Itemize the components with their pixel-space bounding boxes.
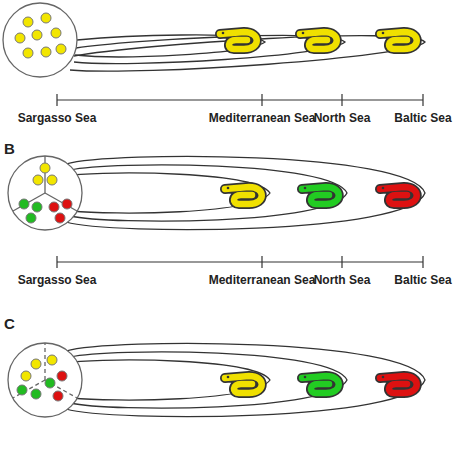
eggs: [15, 13, 66, 58]
egg: [56, 44, 66, 54]
axis-label: North Sea: [314, 111, 371, 125]
eel: [300, 32, 337, 49]
migration-loop: [66, 343, 425, 416]
migration-loop: [72, 173, 270, 213]
egg: [33, 175, 43, 185]
egg: [57, 371, 67, 381]
axis-label: Mediterranean Sea: [209, 273, 316, 287]
divider: [45, 193, 77, 211]
axis-line: [57, 261, 423, 262]
eel: [225, 376, 262, 393]
egg: [26, 213, 36, 223]
egg: [23, 17, 33, 27]
axis-label: Baltic Sea: [394, 273, 451, 287]
panel-a: [3, 3, 425, 77]
egg: [51, 28, 61, 38]
egg: [21, 371, 31, 381]
panel-b: [8, 156, 425, 230]
spawning-area: [8, 156, 82, 230]
egg: [32, 30, 42, 40]
eel: [380, 376, 417, 393]
tick: [422, 94, 423, 106]
tick: [56, 256, 57, 268]
egg: [45, 378, 55, 388]
tick: [56, 94, 57, 106]
migration-loop: [70, 165, 347, 221]
tick: [261, 256, 262, 268]
egg: [55, 213, 65, 223]
egg: [41, 47, 51, 57]
egg: [19, 199, 29, 209]
migration-loop: [66, 156, 425, 229]
egg: [15, 33, 25, 43]
egg: [47, 355, 57, 365]
axis-label: Sargasso Sea: [18, 273, 97, 287]
axis-label: Baltic Sea: [394, 111, 451, 125]
eel: [302, 187, 339, 204]
divider: [44, 343, 45, 380]
egg: [41, 13, 51, 23]
tick: [341, 256, 342, 268]
egg: [17, 385, 27, 395]
eel: [380, 187, 417, 204]
divider: [13, 193, 45, 211]
eel: [225, 187, 262, 204]
egg: [31, 359, 41, 369]
axis-label: Mediterranean Sea: [209, 111, 316, 125]
eel: [302, 376, 339, 393]
eel: [380, 32, 417, 49]
egg: [23, 48, 33, 58]
migration-loop: [72, 360, 270, 400]
eggs: [17, 355, 67, 401]
egg: [49, 202, 59, 212]
tick: [341, 94, 342, 106]
tick: [422, 256, 423, 268]
egg: [31, 389, 41, 399]
panel-letter: B: [4, 140, 15, 157]
panel-c: [8, 343, 425, 417]
egg: [62, 199, 72, 209]
axis-label: North Sea: [314, 273, 371, 287]
migration-loop: [74, 36, 345, 64]
spawning-area: [3, 3, 77, 77]
panel-letter: C: [4, 315, 15, 332]
egg: [47, 175, 57, 185]
migration-loop: [70, 352, 347, 408]
axis-label: Sargasso Sea: [18, 111, 97, 125]
divider: [44, 156, 45, 193]
egg: [53, 391, 63, 401]
tick: [261, 94, 262, 106]
egg: [40, 163, 50, 173]
spawning-area: [8, 343, 82, 417]
axis: [57, 94, 423, 106]
divider: [13, 380, 45, 398]
eel: [220, 32, 257, 49]
axis: [57, 256, 423, 268]
axis-line: [57, 99, 423, 100]
egg: [32, 202, 42, 212]
eggs: [19, 163, 72, 223]
